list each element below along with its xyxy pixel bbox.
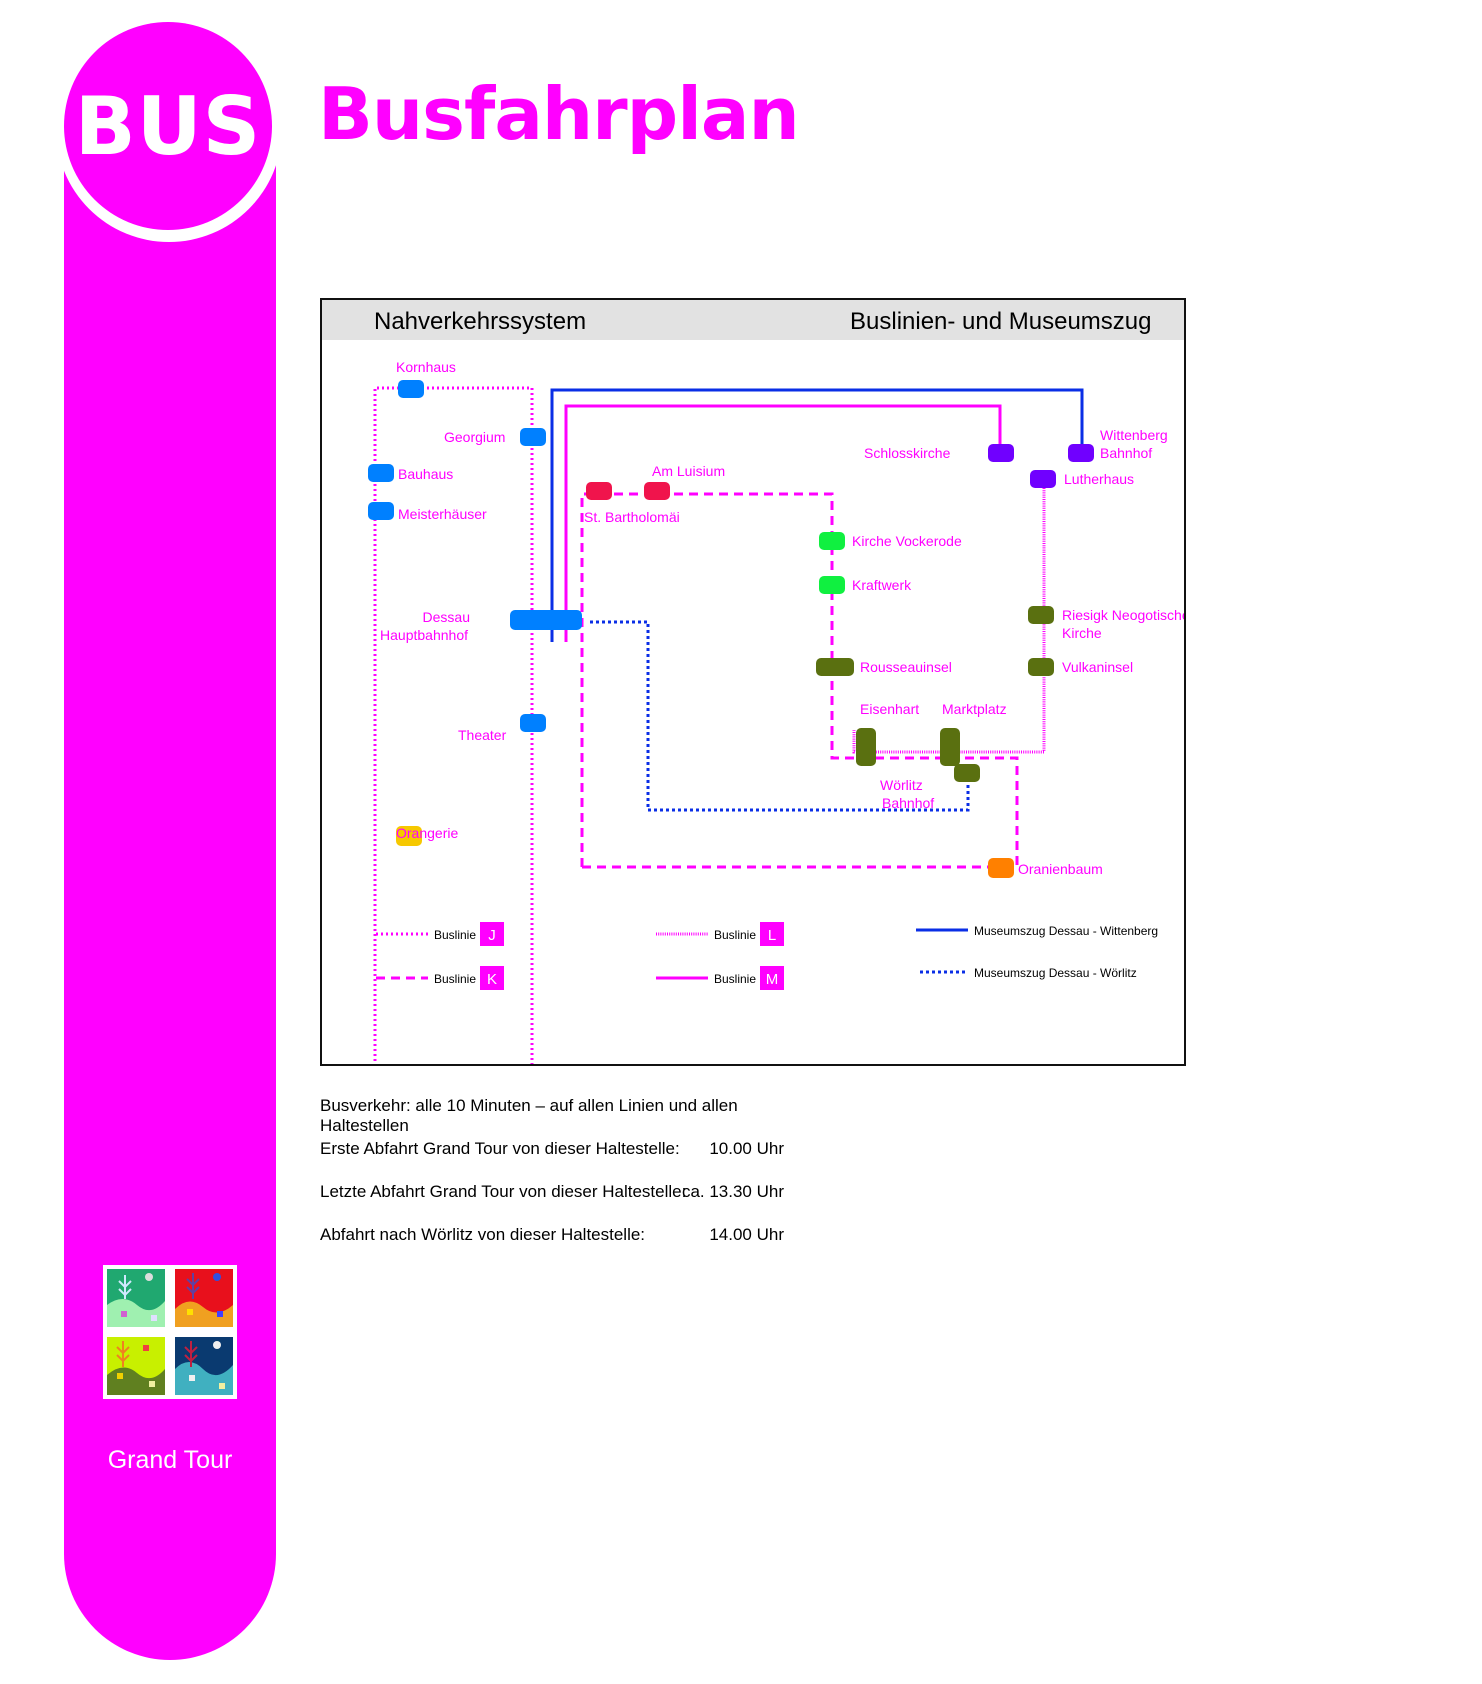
label-marktplatz: Marktplatz [942, 701, 1007, 717]
legend-train-woerlitz-label: Museumszug Dessau - Wörlitz [974, 966, 1137, 980]
label-dessau-1: Dessau [423, 609, 470, 625]
schedule-intro-row: Busverkehr: alle 10 Minuten – auf allen … [320, 1096, 800, 1139]
route-map-svg: Nahverkehrssystem Buslinien- und Museums… [322, 300, 1184, 1064]
label-am-luisium: Am Luisium [652, 463, 725, 479]
legend-train-wittenberg-label: Museumszug Dessau - Wittenberg [974, 924, 1158, 938]
map-heading-right: Buslinien- und Museumszug [850, 308, 1152, 335]
stop-georgium [520, 428, 546, 446]
label-bauhaus: Bauhaus [398, 466, 453, 482]
map-heading-left: Nahverkehrssystem [374, 308, 586, 335]
stops [368, 380, 1094, 878]
label-dessau-2: Hauptbahnhof [380, 627, 468, 643]
label-riesigk-1: Riesigk Neogotische [1062, 607, 1184, 623]
schedule-intro: Busverkehr: alle 10 Minuten – auf allen … [320, 1096, 738, 1135]
stop-riesigk [1028, 606, 1054, 624]
legend-k-badge [480, 966, 504, 990]
bus-badge-text: BUS [74, 79, 262, 173]
stop-am-luisium [644, 482, 670, 500]
stop-eisenhart [856, 728, 876, 766]
stop-dessau-hauptbahnhof [510, 610, 582, 630]
label-meisterhaeuser: Meisterhäuser [398, 506, 487, 522]
stop-oranienbaum [988, 858, 1014, 878]
schedule-row-value: ca. 13.30 Uhr [681, 1182, 784, 1201]
label-wittenberg-1: Wittenberg [1100, 427, 1168, 443]
label-schlosskirche: Schlosskirche [864, 445, 951, 461]
bus-line-m [564, 404, 1002, 642]
grand-tour-label: Grand Tour [107, 1446, 233, 1474]
legend-l-letter: L [768, 927, 776, 944]
train-line-wittenberg [550, 388, 1084, 642]
train-line-woerlitz [590, 620, 970, 812]
schedule-row: Erste Abfahrt Grand Tour von dieser Halt… [320, 1139, 800, 1182]
stop-lutherhaus [1030, 470, 1056, 488]
schedule-row: Letzte Abfahrt Grand Tour von dieser Hal… [320, 1182, 800, 1225]
legend-j-label: Buslinie [434, 928, 476, 942]
stop-orangerie [396, 826, 422, 846]
stop-woerlitz-bahnhof [954, 764, 980, 782]
legend-m-letter: M [766, 971, 779, 988]
route-map: Nahverkehrssystem Buslinien- und Museums… [320, 298, 1186, 1066]
legend-k-label: Buslinie [434, 972, 476, 986]
stop-rousseauinsel [816, 658, 854, 676]
label-kraftwerk: Kraftwerk [852, 577, 912, 593]
label-orangerie: Orangerie [396, 825, 458, 841]
stop-meisterhaeuser [368, 502, 394, 520]
stop-kornhaus [398, 380, 424, 398]
label-kornhaus: Kornhaus [396, 359, 456, 375]
label-wittenberg-2: Bahnhof [1100, 445, 1152, 461]
label-oranienbaum: Oranienbaum [1018, 861, 1103, 877]
stop-wittenberg-bahnhof [1068, 444, 1094, 462]
label-georgium: Georgium [444, 429, 505, 445]
stop-schlosskirche [988, 444, 1014, 462]
grand-tour-logo-icon [103, 1265, 237, 1399]
schedule-info: Busverkehr: alle 10 Minuten – auf allen … [320, 1096, 800, 1268]
schedule-row-label: Erste Abfahrt Grand Tour von dieser Halt… [320, 1139, 680, 1158]
label-lutherhaus: Lutherhaus [1064, 471, 1134, 487]
label-woerlitz-2: Bahnhof [882, 795, 934, 811]
label-theater: Theater [458, 727, 507, 743]
schedule-row: Abfahrt nach Wörlitz von dieser Halteste… [320, 1225, 800, 1268]
stop-marktplatz [940, 728, 960, 766]
legend-m-label: Buslinie [714, 972, 756, 986]
label-riesigk-2: Kirche [1062, 625, 1102, 641]
label-woerlitz-1: Wörlitz [880, 777, 923, 793]
legend-m-badge [760, 966, 784, 990]
legend-j-badge [480, 922, 504, 946]
map-legend: Buslinie J Buslinie K Buslinie L Buslini… [376, 922, 1158, 990]
schedule-row-value: 10.00 Uhr [709, 1139, 784, 1158]
legend-j-letter: J [488, 927, 496, 944]
label-kirche-vockerode: Kirche Vockerode [852, 533, 962, 549]
stop-kirche-vockerode [819, 532, 845, 550]
page-title: Busfahrplan [318, 72, 800, 156]
stop-bauhaus [368, 464, 394, 482]
sidebar-band [64, 120, 276, 1660]
schedule-row-label: Letzte Abfahrt Grand Tour von dieser Hal… [320, 1182, 687, 1201]
schedule-row-value: 14.00 Uhr [709, 1225, 784, 1244]
stop-st-bartholomaei [586, 482, 612, 500]
legend-k-letter: K [487, 971, 497, 988]
bus-badge: BUS [64, 22, 272, 230]
bus-line-k [580, 492, 1019, 870]
label-rousseauinsel: Rousseauinsel [860, 659, 952, 675]
label-vulkaninsel: Vulkaninsel [1062, 659, 1133, 675]
stop-kraftwerk [819, 576, 845, 594]
stop-theater [520, 714, 546, 732]
bus-line-j [373, 386, 534, 1064]
schedule-row-label: Abfahrt nach Wörlitz von dieser Halteste… [320, 1225, 646, 1244]
stop-vulkaninsel [1028, 658, 1054, 676]
label-eisenhart: Eisenhart [860, 701, 919, 717]
legend-l-label: Buslinie [714, 928, 756, 942]
map-header-band [322, 300, 1184, 340]
label-st-bartholomaei: St. Bartholomäi [584, 509, 680, 525]
legend-l-badge [760, 922, 784, 946]
